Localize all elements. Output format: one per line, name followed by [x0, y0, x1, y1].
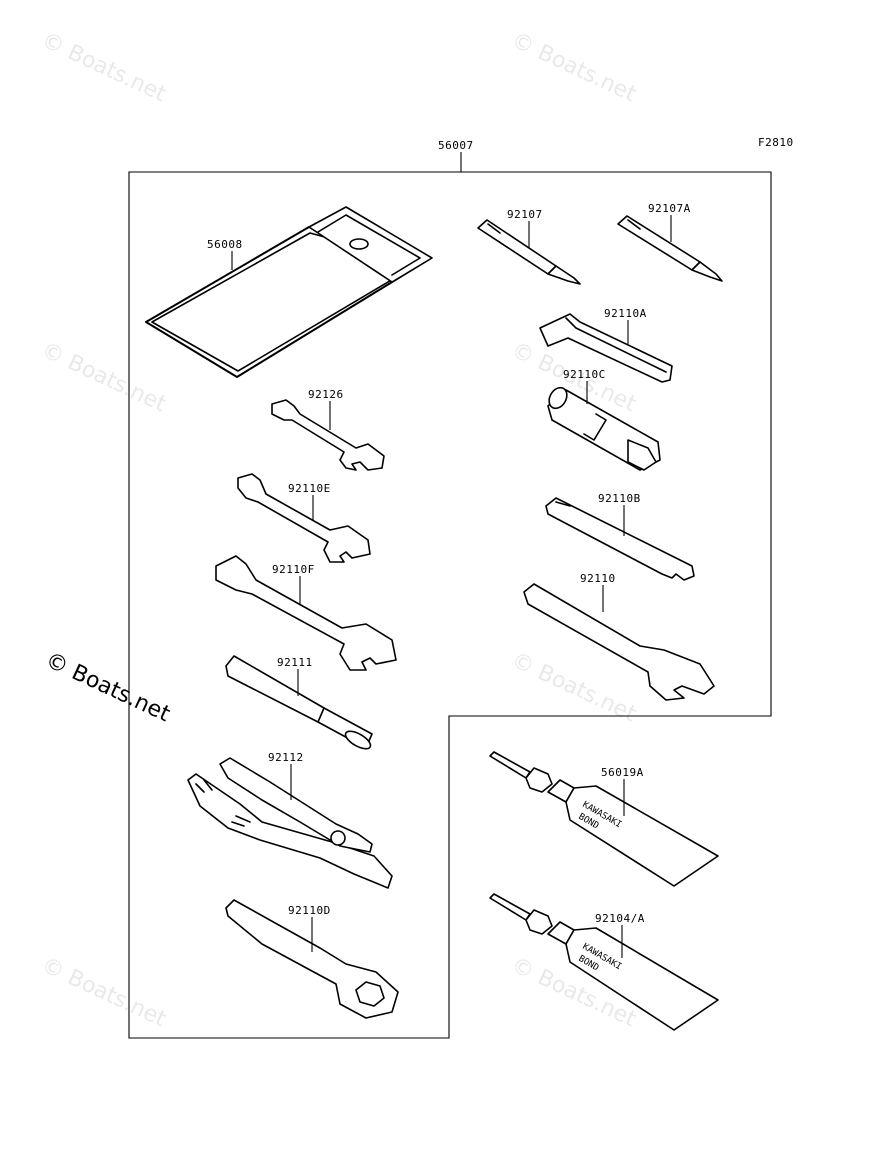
label-92107a: 92107A [648, 202, 691, 215]
tool-bag-56008 [145, 206, 433, 378]
wrench-92126 [271, 399, 385, 471]
label-92110e: 92110E [288, 482, 331, 495]
wrench-92110e [237, 473, 371, 563]
label-92112: 92112 [268, 751, 304, 764]
label-92126: 92126 [308, 388, 344, 401]
label-92107: 92107 [507, 208, 543, 221]
bond-tube-56019a [489, 751, 719, 887]
watermark-lower-right: © Boats.net [507, 648, 640, 728]
label-92104a: 92104/A [595, 912, 645, 925]
watermark-top-right: © Boats.net [507, 28, 640, 108]
handle-92111 [225, 655, 373, 750]
label-92110a: 92110A [604, 307, 647, 320]
label-92110c: 92110C [563, 368, 606, 381]
box-spanner-92110c [547, 386, 661, 471]
hex-key-92110a [539, 313, 673, 383]
label-92110b: 92110B [598, 492, 641, 505]
screwdriver-92107a [617, 215, 723, 282]
label-92110f: 92110F [272, 563, 315, 576]
ring-spanner-92110d [225, 899, 399, 1019]
watermark-mid-left: © Boats.net [37, 338, 170, 418]
bond-tube-92104a [489, 893, 719, 1031]
watermark-bottom-left: © Boats.net [37, 953, 170, 1033]
label-56008: 56008 [207, 238, 243, 251]
wrench-92110 [523, 583, 715, 701]
label-92110d: 92110D [288, 904, 331, 917]
label-92110: 92110 [580, 572, 616, 585]
screwdriver-92107 [477, 219, 581, 285]
watermark-strong: © Boats.net [41, 648, 174, 728]
wrench-92110f [215, 555, 397, 671]
label-56019a: 56019A [601, 766, 644, 779]
pliers-92112 [187, 757, 393, 889]
tool-92110b [545, 497, 695, 581]
label-92111: 92111 [277, 656, 313, 669]
watermark-top-left: © Boats.net [37, 28, 170, 108]
label-56007: 56007 [438, 139, 474, 152]
figure-code: F2810 [758, 136, 794, 149]
kit-boundary [128, 171, 772, 1039]
